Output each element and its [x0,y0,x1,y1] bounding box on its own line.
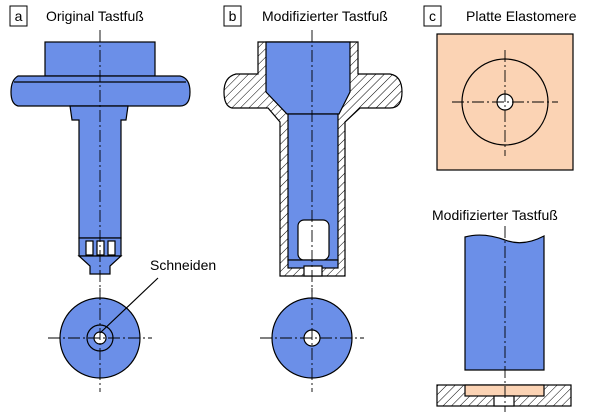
modified-probe-foot-on-plate [436,226,572,412]
elastomer-plate-top-view [436,33,574,171]
panel-a: a Original Tastfuß Schneiden [9,5,216,392]
probe-a-flange [10,75,191,107]
probe-c-elastomer-layer [464,384,545,397]
panel-b: b Modifizierter Tastfuß [223,5,403,392]
probe-a-slot-left [85,240,94,256]
panel-c-subtitle: Modifizierter Tastfuß [432,207,558,223]
callout-leader-line [99,277,159,334]
panel-b-tag: b [229,8,237,24]
panel-c: c Platte Elastomere Modifizierter Tastfu… [423,5,577,412]
panel-a-title: Original Tastfuß [46,8,144,24]
panel-c-tag-box [423,5,442,27]
original-probe-foot-side-view [10,41,191,275]
panel-a-tag: a [15,8,23,24]
panel-c-tag: c [429,8,436,24]
panel-c-title: Platte Elastomere [466,8,577,24]
probe-c-base-hole [493,395,515,407]
probe-b-bottom-hole [303,265,323,277]
panel-a-tag-box [9,5,28,27]
panel-b-title: Modifizierter Tastfuß [262,8,388,24]
probe-a-slot-middle [96,240,105,256]
probe-c-stem [464,234,545,371]
callout-schneiden: Schneiden [150,257,216,273]
probe-b-window [297,219,330,261]
modified-probe-foot-section-view [223,41,403,277]
probe-a-stem [69,105,129,239]
probe-b-insert-head [265,41,351,115]
panel-b-tag-box [223,5,242,27]
probe-a-slot-right [107,240,116,256]
